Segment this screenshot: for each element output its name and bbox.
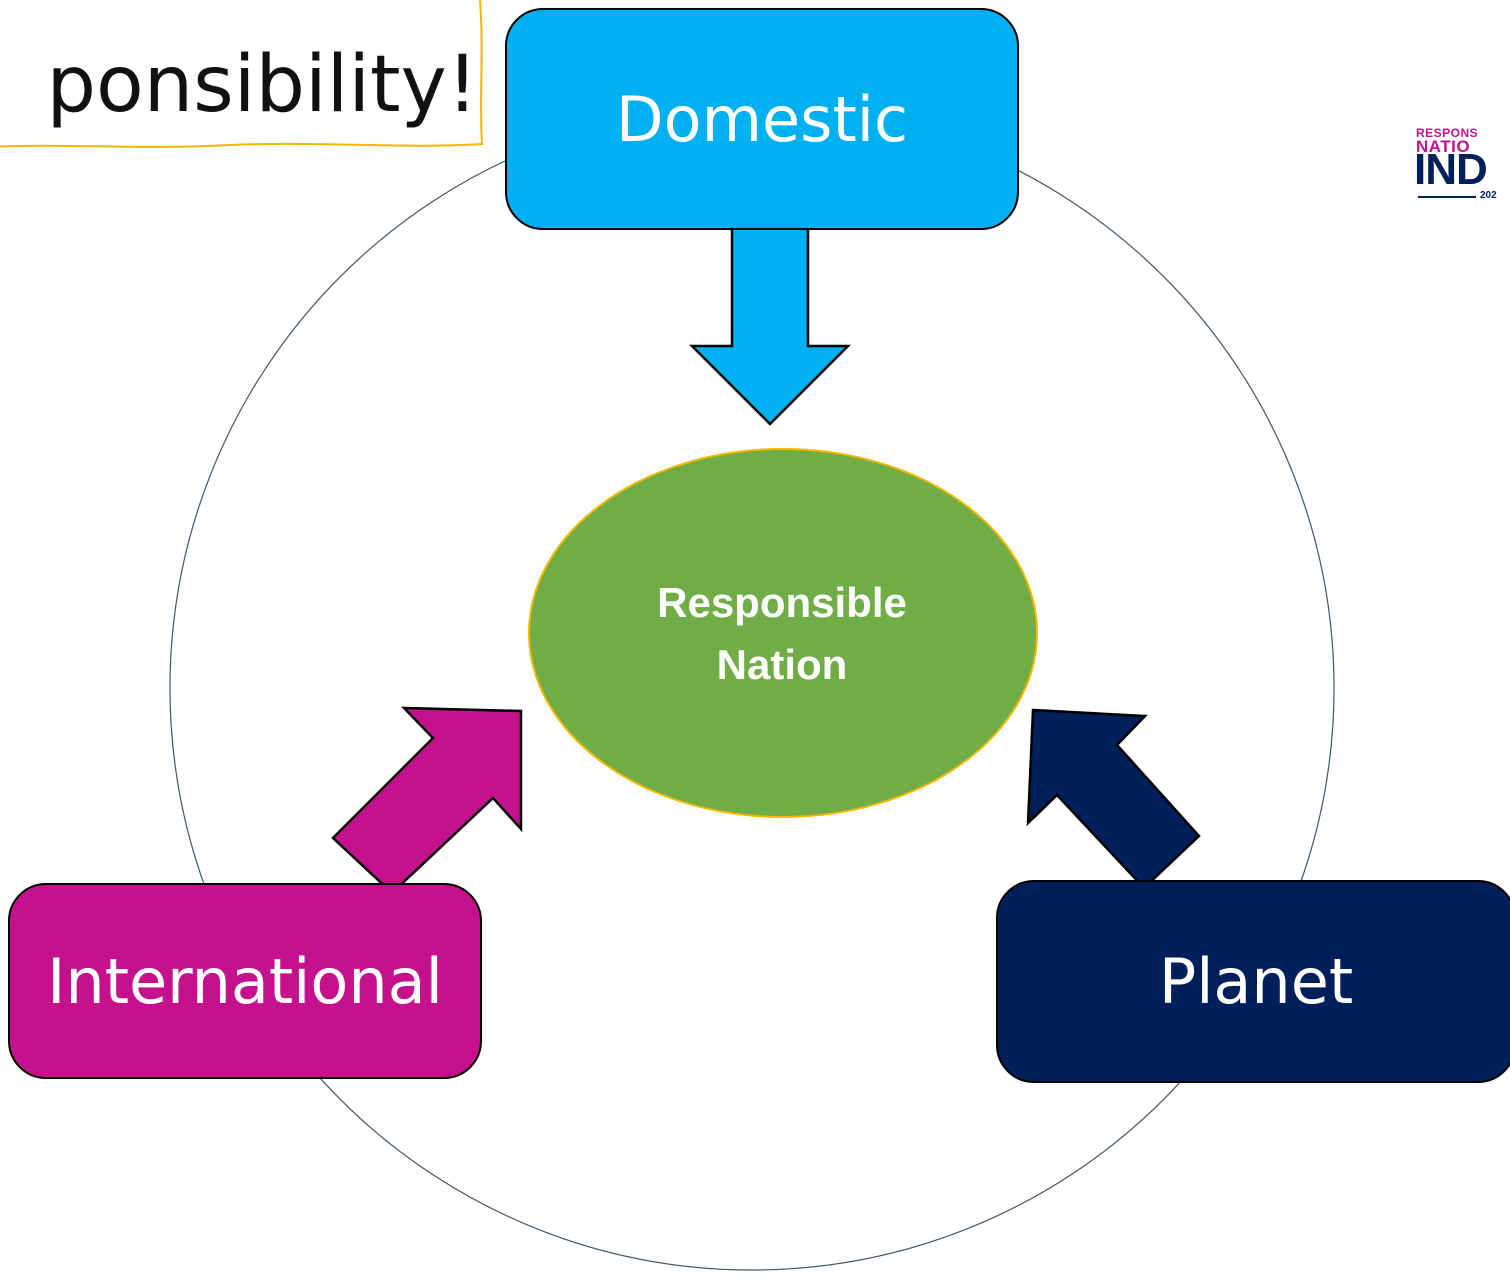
arrow-planet-to-center <box>1026 708 1201 890</box>
center-label-line1: Responsible <box>657 579 907 626</box>
arrow-domestic-to-center <box>688 223 852 426</box>
logo-line2: NATIO <box>1416 137 1471 156</box>
center-label-line2: Nation <box>716 641 848 688</box>
node-domestic: Domestic <box>505 8 1019 230</box>
arrow-international-to-center <box>331 706 523 895</box>
logo-rule <box>1418 196 1476 198</box>
logo-line1: RESPONS <box>1416 126 1479 140</box>
logo-line3: IND <box>1414 145 1488 194</box>
center-ellipse <box>528 448 1038 818</box>
logo-line4: 202 <box>1480 190 1497 201</box>
title-text: ponsibility! <box>46 40 478 130</box>
title-callout-border <box>0 0 484 148</box>
responsible-nation-logo: RESPONS NATIO IND 202 <box>1414 126 1510 206</box>
center-label: Responsible Nation <box>600 572 964 696</box>
node-international: International <box>8 883 482 1079</box>
node-planet: Planet <box>996 880 1510 1083</box>
